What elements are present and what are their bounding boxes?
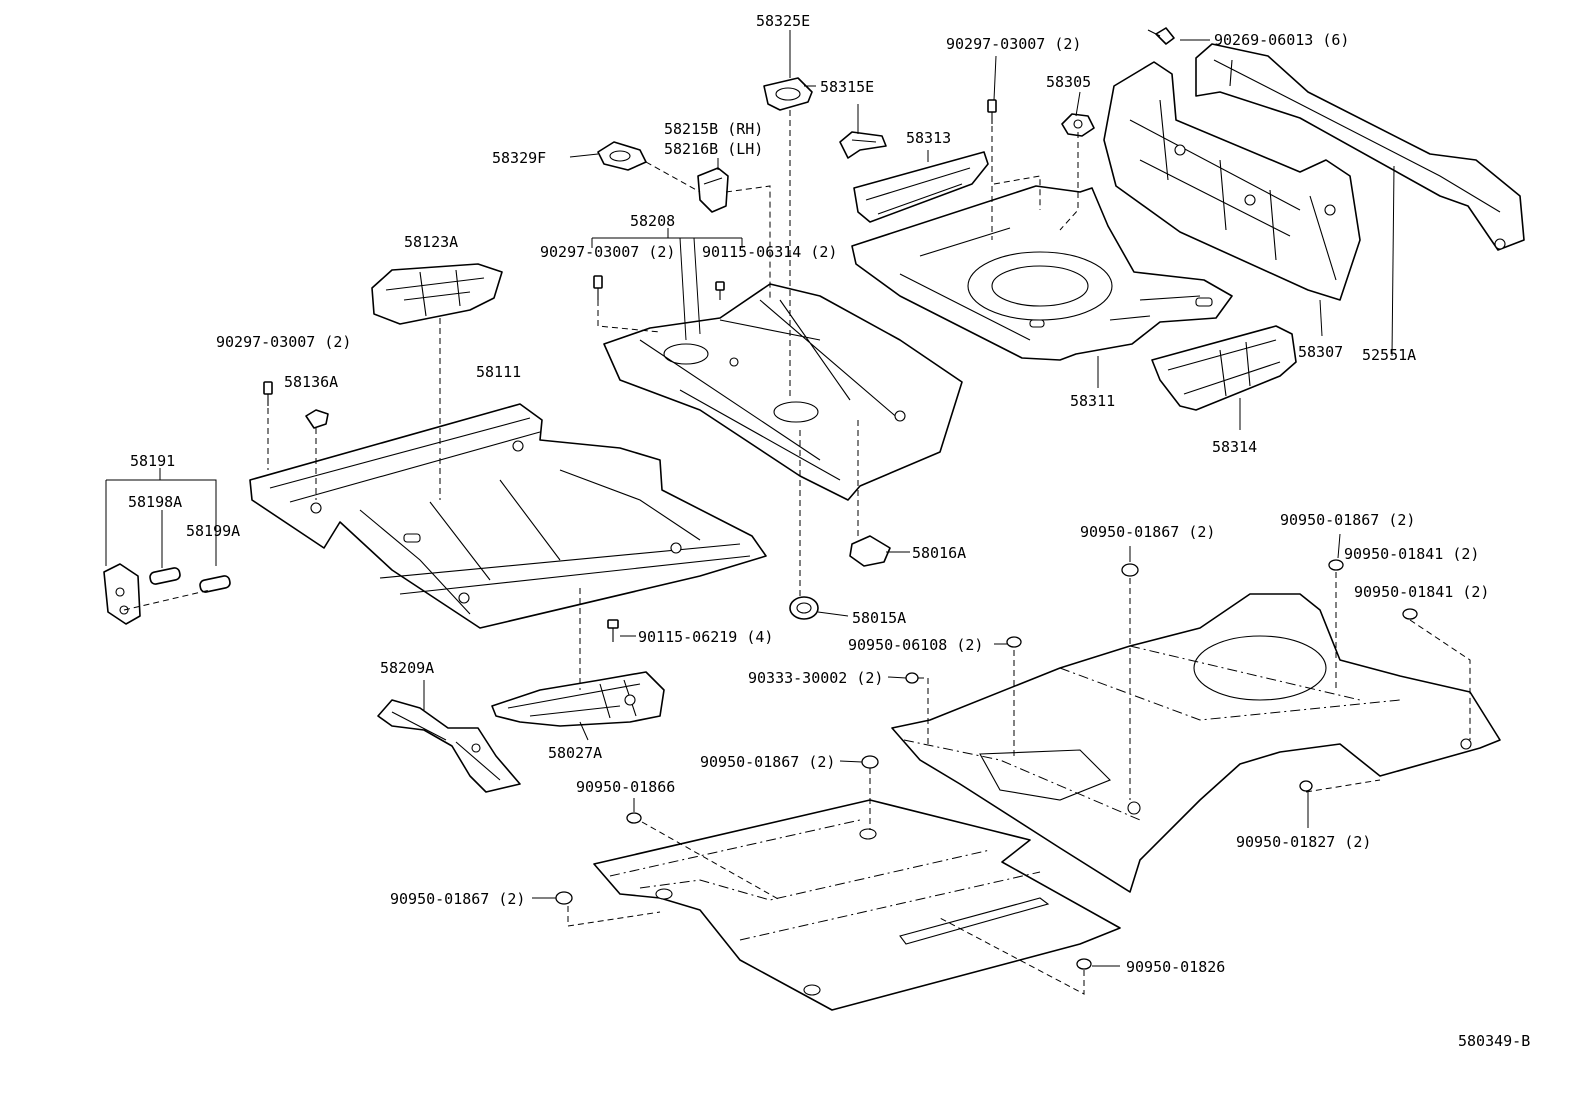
label-58305: 58305 — [1046, 73, 1091, 91]
label-58198a: 58198A — [128, 493, 182, 511]
diagram-code: 580349-B — [1458, 1032, 1530, 1050]
bolt-90297-03007-c-drawing — [263, 381, 273, 406]
label-58015a: 58015A — [852, 609, 906, 627]
label-90950-01867-d: 90950-01867 (2) — [390, 890, 525, 908]
label-90950-01841-a: 90950-01841 (2) — [1344, 545, 1479, 563]
bolt-90297-03007-b-drawing — [593, 275, 603, 300]
part-58016a-drawing — [849, 535, 891, 567]
label-58123a: 58123A — [404, 233, 458, 251]
label-90950-01866: 90950-01866 — [576, 778, 675, 796]
part-rear-floor-silencer-drawing — [891, 593, 1501, 893]
bolt-90269-06013-drawing — [1147, 27, 1175, 45]
label-58016a: 58016A — [912, 544, 966, 562]
part-front-floor-silencer-drawing — [593, 799, 1121, 1011]
label-58111: 58111 — [476, 363, 521, 381]
label-90950-01827: 90950-01827 (2) — [1236, 833, 1371, 851]
part-58305-drawing — [1061, 113, 1095, 137]
leader-lines — [105, 30, 1395, 967]
label-90950-01867-a: 90950-01867 (2) — [1080, 523, 1215, 541]
part-58136a-drawing — [305, 409, 329, 429]
plug-drawings — [555, 559, 1418, 970]
dashed-guide-lines — [123, 110, 1471, 995]
part-58015a-drawing — [789, 596, 819, 620]
label-90950-01826: 90950-01826 — [1126, 958, 1225, 976]
part-58325e-drawing — [763, 77, 813, 111]
label-58315e: 58315E — [820, 78, 874, 96]
part-58313-drawing — [853, 151, 989, 223]
label-58208: 58208 — [630, 212, 675, 230]
label-90950-06108: 90950-06108 (2) — [848, 636, 983, 654]
label-58191: 58191 — [130, 452, 175, 470]
label-58307: 58307 — [1298, 343, 1343, 361]
label-58199a: 58199A — [186, 522, 240, 540]
bolt-90297-03007-a-drawing — [987, 99, 997, 124]
part-58209a-drawing — [377, 699, 521, 793]
label-58209a: 58209A — [380, 659, 434, 677]
label-90297-03007-b: 90297-03007 (2) — [540, 243, 675, 261]
label-58325e: 58325E — [756, 12, 810, 30]
label-90269-06013: 90269-06013 (6) — [1214, 31, 1349, 49]
label-58215b: 58215B (RH) — [664, 120, 763, 138]
label-58329f: 58329F — [492, 149, 546, 167]
label-90297-03007-a: 90297-03007 (2) — [946, 35, 1081, 53]
label-58216b: 58216B (LH) — [664, 140, 763, 158]
part-52551a-drawing — [1195, 43, 1525, 251]
label-90297-03007-c: 90297-03007 (2) — [216, 333, 351, 351]
label-58313: 58313 — [906, 129, 951, 147]
label-58027a: 58027A — [548, 744, 602, 762]
label-90115-06219: 90115-06219 (4) — [638, 628, 773, 646]
label-90950-01867-b: 90950-01867 (2) — [1280, 511, 1415, 529]
bolt-90115-06219-drawing — [607, 619, 619, 642]
part-58215b-drawing — [697, 167, 729, 213]
part-58314-drawing — [1151, 325, 1297, 411]
part-58315e-drawing — [839, 131, 887, 159]
part-58027a-drawing — [491, 671, 665, 727]
bolt-90115-06314-drawing — [715, 281, 725, 300]
part-58311-drawing — [851, 185, 1233, 361]
part-58111-drawing — [249, 403, 767, 629]
label-90950-01867-c: 90950-01867 (2) — [700, 753, 835, 771]
label-58314: 58314 — [1212, 438, 1257, 456]
label-90950-01841-b: 90950-01841 (2) — [1354, 583, 1489, 601]
part-58208-drawing — [603, 283, 963, 501]
part-58307-drawing — [1103, 61, 1361, 301]
part-58191-drawing — [103, 563, 231, 625]
label-90333-30002: 90333-30002 (2) — [748, 669, 883, 687]
label-58311: 58311 — [1070, 392, 1115, 410]
label-52551a: 52551A — [1362, 346, 1416, 364]
part-labels: 58325E 58315E 58215B (RH) 58216B (LH) 58… — [128, 12, 1530, 1050]
part-58123a-drawing — [371, 263, 503, 325]
label-90115-06314: 90115-06314 (2) — [702, 243, 837, 261]
part-58329f-drawing — [597, 141, 647, 171]
label-58136a: 58136A — [284, 373, 338, 391]
